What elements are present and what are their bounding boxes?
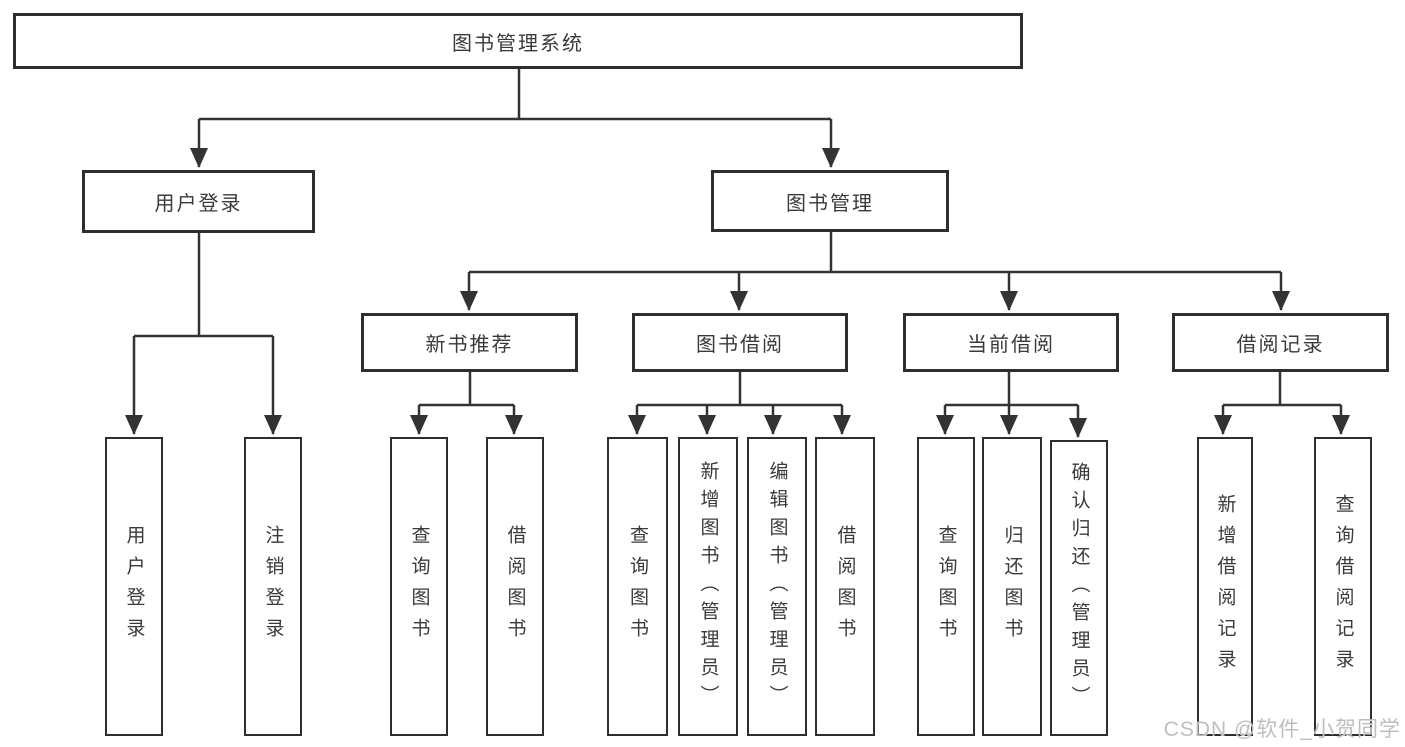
node-book-management: 图书管理	[711, 170, 949, 232]
node-leaf-edit-books-admin: 编辑图书（管理员）	[747, 437, 807, 736]
node-new-book-recommend: 新书推荐	[361, 313, 578, 372]
node-leaf-add-books-admin: 新增图书（管理员）	[678, 437, 738, 736]
node-leaf-borrow-books-borrowing: 借阅图书	[815, 437, 875, 736]
node-leaf-query-books-borrowing: 查询图书	[607, 437, 668, 736]
node-leaf-query-books-current: 查询图书	[917, 437, 975, 736]
node-leaf-return-books: 归还图书	[982, 437, 1042, 736]
node-leaf-user-login: 用户登录	[105, 437, 163, 736]
node-leaf-query-borrow-record: 查询借阅记录	[1314, 437, 1372, 736]
node-current-borrowing: 当前借阅	[903, 313, 1119, 372]
node-leaf-query-books-recommend: 查询图书	[390, 437, 448, 736]
node-leaf-add-borrow-record: 新增借阅记录	[1197, 437, 1253, 736]
node-root-system: 图书管理系统	[13, 13, 1023, 69]
node-borrowing-records: 借阅记录	[1172, 313, 1389, 372]
node-leaf-borrow-books-recommend: 借阅图书	[486, 437, 544, 736]
node-leaf-confirm-return-admin: 确认归还（管理员）	[1050, 440, 1108, 736]
node-book-borrowing: 图书借阅	[632, 313, 848, 372]
node-user-login: 用户登录	[82, 170, 315, 233]
node-leaf-logout: 注销登录	[244, 437, 302, 736]
